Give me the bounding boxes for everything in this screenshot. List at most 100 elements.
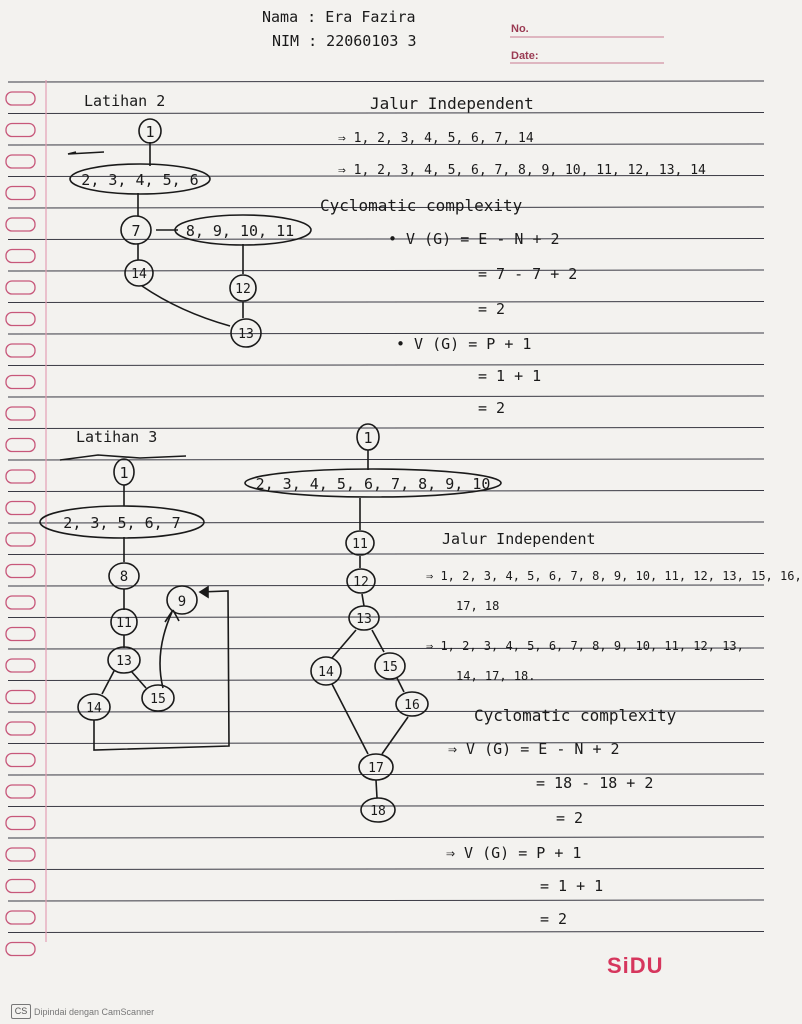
ruled-line bbox=[7, 931, 765, 933]
latihan-3-cc-line-1: ⇒ V (G) = E - N + 2 bbox=[448, 740, 620, 758]
binder-ring bbox=[5, 721, 36, 736]
node-17: 17 bbox=[358, 753, 394, 781]
svg-text:1: 1 bbox=[363, 429, 372, 447]
ruled-line bbox=[7, 742, 765, 744]
node-13: 13 bbox=[230, 318, 262, 348]
svg-text:13: 13 bbox=[238, 327, 254, 342]
camscanner-icon: CS bbox=[11, 1004, 31, 1019]
latihan-2-cc-line-3: = 2 bbox=[478, 300, 506, 318]
node-8-11: 8, 9, 10, 11 bbox=[174, 214, 312, 246]
binder-ring bbox=[5, 847, 36, 862]
node-14: 14 bbox=[124, 259, 154, 287]
svg-text:17: 17 bbox=[368, 761, 384, 776]
ruled-paper bbox=[5, 36, 765, 957]
svg-text:14: 14 bbox=[131, 267, 147, 282]
binder-ring bbox=[5, 154, 36, 169]
binder-ring bbox=[5, 374, 36, 390]
ruled-line bbox=[7, 458, 765, 461]
node-14: 14 bbox=[77, 693, 111, 721]
node-13: 13 bbox=[348, 605, 380, 631]
binder-ring bbox=[5, 91, 36, 106]
node-15: 15 bbox=[374, 652, 406, 680]
svg-text:8, 9, 10, 11: 8, 9, 10, 11 bbox=[186, 222, 294, 240]
latihan-3-jalur-path-1b: 17, 18 bbox=[456, 599, 500, 613]
latihan-2-flow-graph: 1 2, 3, 4, 5, 6 7 8, 9, 10, 11 14 12 13 bbox=[67, 118, 312, 348]
latihan-3-cc-line-4: ⇒ V (G) = P + 1 bbox=[446, 844, 582, 862]
latihan-2-jalur-path-2: ⇒ 1, 2, 3, 4, 5, 6, 7, 8, 9, 10, 11, 12,… bbox=[338, 163, 706, 178]
svg-text:7: 7 bbox=[131, 222, 140, 240]
svg-text:15: 15 bbox=[150, 692, 166, 707]
binder-ring bbox=[5, 815, 36, 831]
latihan-3-jalur-path-2a: ⇒ 1, 2, 3, 4, 5, 6, 7, 8, 9, 10, 11, 12,… bbox=[426, 639, 744, 653]
svg-text:8: 8 bbox=[120, 569, 128, 585]
svg-text:12: 12 bbox=[235, 282, 251, 297]
ruled-line bbox=[7, 238, 765, 240]
latihan-2-cc-line-1: • V (G) = E - N + 2 bbox=[388, 230, 560, 248]
latihan-2-cc-line-6: = 2 bbox=[478, 399, 506, 417]
scanner-footer-text: Dipindai dengan CamScanner bbox=[34, 1007, 155, 1017]
node-2-6: 2, 3, 4, 5, 6 bbox=[69, 163, 211, 195]
binder-ring bbox=[5, 563, 36, 579]
svg-text:11: 11 bbox=[352, 537, 368, 552]
svg-text:1: 1 bbox=[119, 464, 128, 482]
latihan-3-jalur-title: Jalur Independent bbox=[442, 530, 596, 548]
svg-text:11: 11 bbox=[116, 616, 132, 631]
node-16: 16 bbox=[395, 691, 429, 717]
ruled-line bbox=[7, 553, 765, 555]
svg-text:1: 1 bbox=[145, 123, 154, 141]
svg-text:16: 16 bbox=[404, 698, 420, 713]
ruled-line bbox=[7, 332, 765, 335]
svg-text:12: 12 bbox=[353, 575, 369, 590]
binder-ring bbox=[5, 311, 36, 327]
svg-text:9: 9 bbox=[178, 594, 186, 610]
ruled-line bbox=[7, 206, 765, 209]
svg-text:14: 14 bbox=[318, 665, 334, 680]
node-11: 11 bbox=[110, 608, 138, 636]
node-9: 9 bbox=[166, 585, 198, 615]
latihan-3-jalur-path-1a: ⇒ 1, 2, 3, 4, 5, 6, 7, 8, 9, 10, 11, 12,… bbox=[426, 569, 802, 583]
latihan-3-cc-line-5: = 1 + 1 bbox=[540, 877, 604, 895]
binder-rings bbox=[5, 91, 36, 957]
notebook-page: Nama : Era Fazira NIM : 22060103 3 No. D… bbox=[5, 8, 802, 1019]
student-nim: NIM : 22060103 3 bbox=[272, 32, 417, 50]
ruled-line bbox=[7, 899, 765, 902]
latihan-3-cc-line-3: = 2 bbox=[556, 809, 584, 827]
node-11: 11 bbox=[345, 530, 375, 556]
latihan-2-jalur-path-1: ⇒ 1, 2, 3, 4, 5, 6, 7, 14 bbox=[338, 131, 534, 146]
svg-text:18: 18 bbox=[370, 804, 386, 819]
binder-ring bbox=[5, 878, 36, 894]
svg-text:14: 14 bbox=[86, 701, 102, 716]
latihan-2-cc-title: Cyclomatic complexity bbox=[320, 196, 523, 215]
binder-ring bbox=[5, 185, 36, 201]
node-18: 18 bbox=[360, 797, 396, 823]
node-13: 13 bbox=[107, 646, 141, 674]
binder-ring bbox=[5, 658, 36, 673]
binder-ring bbox=[5, 910, 36, 925]
ruled-line bbox=[7, 364, 765, 366]
ruled-line bbox=[7, 521, 765, 524]
svg-text:2, 3, 4, 5, 6: 2, 3, 4, 5, 6 bbox=[81, 171, 198, 189]
ruled-line bbox=[7, 490, 765, 492]
binder-ring bbox=[5, 406, 36, 421]
latihan-3-cc-title: Cyclomatic complexity bbox=[474, 706, 677, 725]
node-2-10: 2, 3, 4, 5, 6, 7, 8, 9, 10 bbox=[244, 468, 502, 498]
latihan-3-cc-line-6: = 2 bbox=[540, 910, 568, 928]
node-2-7: 2, 3, 5, 6, 7 bbox=[39, 505, 205, 539]
ruled-line bbox=[7, 175, 765, 177]
binder-ring bbox=[5, 500, 36, 516]
student-name: Nama : Era Fazira bbox=[262, 8, 416, 26]
binder-ring bbox=[5, 941, 36, 957]
svg-text:15: 15 bbox=[382, 660, 398, 675]
brand-logo: SiDU bbox=[607, 953, 664, 978]
latihan-2-heading: Latihan 2 bbox=[84, 92, 166, 110]
node-12: 12 bbox=[229, 274, 257, 302]
latihan-3-cc-line-2: = 18 - 18 + 2 bbox=[536, 774, 654, 792]
binder-ring bbox=[5, 248, 36, 264]
ruled-line bbox=[7, 427, 765, 429]
binder-ring bbox=[5, 469, 36, 484]
binder-ring bbox=[5, 532, 36, 547]
latihan-3-right-flow-graph: 1 2, 3, 4, 5, 6, 7, 8, 9, 10 11 12 13 14… bbox=[244, 423, 502, 823]
node-1: 1 bbox=[113, 458, 135, 486]
binder-ring bbox=[5, 626, 36, 642]
binder-ring bbox=[5, 280, 36, 295]
